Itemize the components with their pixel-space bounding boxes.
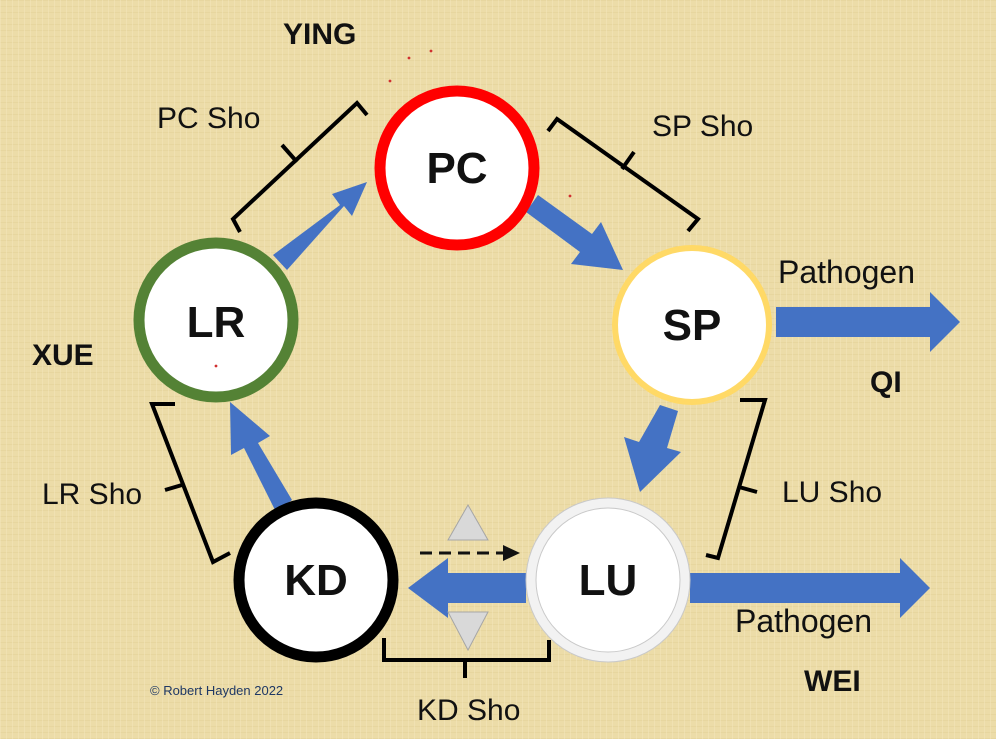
ying-label: YING — [283, 18, 357, 51]
node-lr-ring — [133, 237, 299, 403]
flow-arrows — [230, 182, 960, 618]
pc-sho-label: PC Sho — [157, 102, 261, 135]
node-kd-ring — [233, 497, 399, 663]
pathogen-label-top: Pathogen — [778, 254, 916, 290]
arrow-sp-pathogen — [776, 292, 960, 352]
node-sp-label: SP — [662, 301, 722, 350]
node-kd-label: KD — [284, 556, 348, 605]
lu-sho-label: LU Sho — [782, 476, 883, 509]
arrow-lr-to-pc — [273, 182, 367, 270]
node-pc-ring — [374, 85, 540, 251]
node-pc-label: PC — [426, 144, 488, 193]
bracket-lr-sho-tick — [164, 483, 183, 492]
sho-brackets — [149, 100, 768, 678]
bracket-pc-sho-tick — [280, 143, 299, 164]
arrow-kd-to-lr — [230, 402, 292, 512]
dashed-arrow-kd-to-lu — [420, 545, 520, 561]
node-lu-ring-inner — [535, 507, 681, 653]
up-triangle-icon — [447, 503, 489, 541]
bracket-sp-sho — [546, 116, 701, 233]
kd-sho-label: KD Sho — [417, 694, 521, 727]
down-triangle-icon — [447, 611, 489, 652]
xue-label: XUE — [32, 339, 94, 372]
bracket-lu-sho-tick — [738, 485, 758, 494]
lr-sho-label: LR Sho — [42, 478, 143, 511]
wei-label: WEI — [804, 665, 861, 698]
node-lu-label: LU — [578, 556, 638, 605]
sp-sho-label: SP Sho — [652, 110, 754, 143]
specks — [214, 49, 572, 368]
pathogen-label-bottom: Pathogen — [735, 603, 873, 639]
arrow-lu-to-kd — [408, 558, 526, 618]
node-lu-ring — [526, 498, 690, 662]
qi-label: QI — [870, 366, 902, 399]
arrow-lu-pathogen — [690, 558, 930, 618]
bracket-lr-sho — [149, 402, 231, 565]
arrow-sp-to-lu — [624, 405, 681, 492]
node-lu-ring-outline — [525, 497, 691, 663]
node-lr-label: LR — [186, 298, 246, 347]
copyright-text: © Robert Hayden 2022 — [150, 683, 284, 698]
bracket-lu-sho — [705, 398, 768, 561]
node-sp-ring — [612, 245, 772, 405]
arrow-pc-to-sp — [526, 195, 623, 270]
bracket-sp-sho-tick — [620, 150, 636, 171]
